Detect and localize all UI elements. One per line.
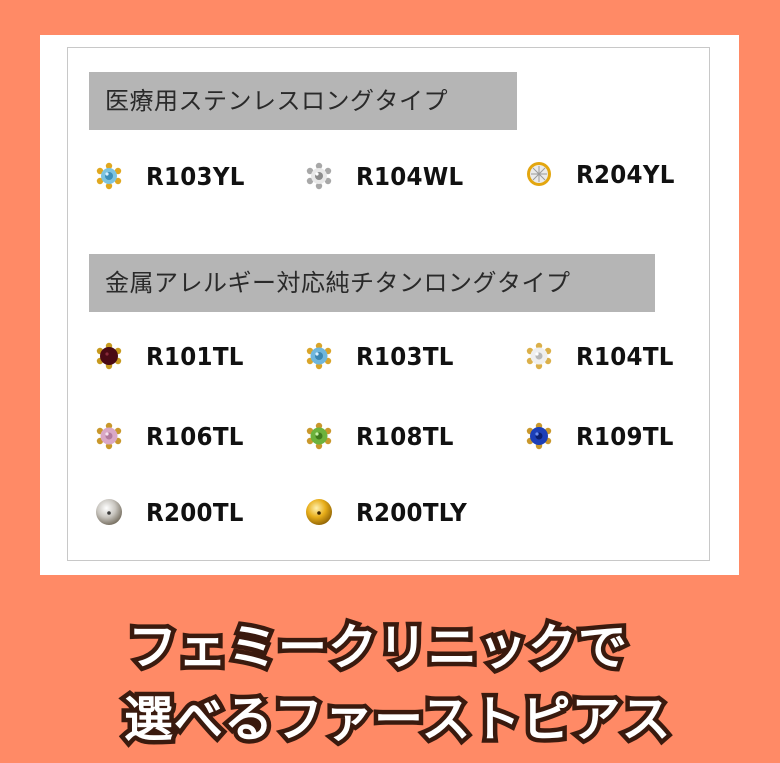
prong-stud-garnet-icon [96, 342, 122, 370]
product-code: R108TL [356, 421, 454, 451]
caption-line-1: フェミークリニックで [0, 608, 780, 681]
prong-stud-pink-icon [96, 422, 122, 450]
ball-stud-gold-icon [306, 499, 332, 525]
product-item: R104WL [304, 156, 473, 196]
ball-stud-silver-icon [96, 499, 122, 525]
product-code: R106TL [146, 421, 244, 451]
prong-stud-peridot-icon [306, 422, 332, 450]
product-item: R108TL [304, 416, 462, 456]
prong-stud-clear-silver-icon [306, 162, 332, 190]
product-item: R101TL [94, 336, 252, 376]
product-item: R204YL [524, 154, 683, 194]
caption-line-2: 選べるファーストピアス [0, 680, 780, 753]
product-code: R109TL [576, 421, 674, 451]
product-code: R101TL [146, 341, 244, 371]
prong-stud-aquamarine-icon [96, 162, 122, 190]
prong-stud-clear-gold-icon [526, 342, 552, 370]
product-item: R104TL [524, 336, 682, 376]
product-code: R103YL [146, 161, 245, 191]
section-title-titanium: 金属アレルギー対応純チタンロングタイプ [89, 254, 655, 312]
prong-stud-aquamarine-icon [306, 342, 332, 370]
caption-text: フェミークリニックで [123, 615, 631, 681]
product-code: R200TL [146, 497, 244, 527]
product-item: R200TL [94, 492, 252, 532]
product-panel: 医療用ステンレスロングタイプ R103YL R104WL R204YL 金属アレ… [40, 35, 739, 575]
product-code: R200TLY [356, 497, 468, 527]
product-item: R103TL [304, 336, 462, 376]
product-item: R200TLY [304, 492, 477, 532]
product-item: R103YL [94, 156, 253, 196]
product-code: R204YL [576, 159, 675, 189]
product-item: R106TL [94, 416, 252, 456]
bezel-stud-clear-gold-icon [527, 162, 551, 186]
product-code: R103TL [356, 341, 454, 371]
prong-stud-sapphire-icon [526, 422, 552, 450]
caption-text: 選べるファーストピアス [120, 687, 676, 753]
product-code: R104WL [356, 161, 464, 191]
section-title-stainless: 医療用ステンレスロングタイプ [89, 72, 517, 130]
product-item: R109TL [524, 416, 682, 456]
product-code: R104TL [576, 341, 674, 371]
product-list-box: 医療用ステンレスロングタイプ R103YL R104WL R204YL 金属アレ… [67, 47, 710, 561]
